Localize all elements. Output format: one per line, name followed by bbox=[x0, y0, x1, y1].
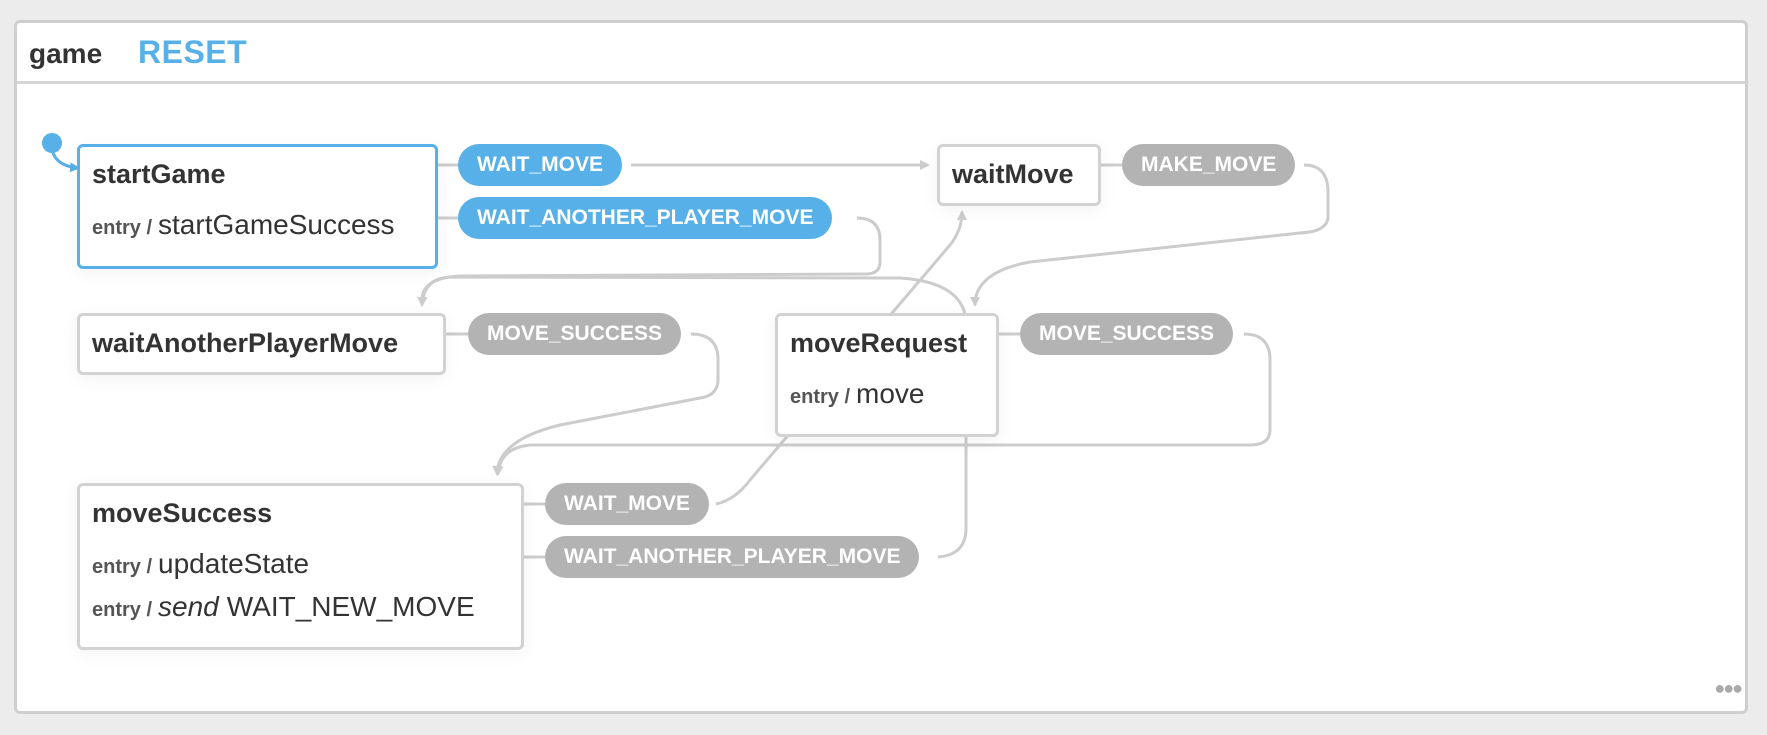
entry-action: entry /move bbox=[790, 378, 925, 410]
event-make-move-button[interactable]: MAKE_MOVE bbox=[1122, 144, 1296, 186]
entry-keyword: entry / bbox=[92, 599, 153, 621]
entry-action: entry /updateState bbox=[92, 548, 309, 580]
initial-state-marker bbox=[42, 133, 80, 173]
state-name: waitAnotherPlayerMove bbox=[92, 328, 399, 358]
state-waitmove[interactable]: waitMove bbox=[937, 144, 1101, 206]
event-wait-move-button[interactable]: WAIT_MOVE bbox=[458, 144, 623, 186]
entry-keyword: entry / bbox=[92, 217, 153, 239]
edge-moverequest-movesuccess bbox=[498, 332, 1272, 474]
ellipsis-icon[interactable]: ●●● bbox=[1714, 678, 1743, 698]
event-move-success-button[interactable]: MOVE_SUCCESS bbox=[468, 313, 682, 355]
action-name: updateState bbox=[158, 548, 310, 579]
state-startgame[interactable]: startGame entry /startGameSuccess bbox=[77, 144, 438, 269]
state-name: waitMove bbox=[952, 159, 1074, 189]
event-wait-another-player-move-button[interactable]: WAIT_ANOTHER_PLAYER_MOVE bbox=[458, 197, 833, 239]
machine-name: game bbox=[29, 38, 103, 69]
event-move-success-button[interactable]: MOVE_SUCCESS bbox=[1020, 313, 1234, 355]
state-movesuccess[interactable]: moveSuccess entry /updateState entry /se… bbox=[77, 483, 524, 650]
event-wait-another-player-move-button[interactable]: WAIT_ANOTHER_PLAYER_MOVE bbox=[545, 536, 920, 578]
action-name: move bbox=[856, 378, 925, 409]
event-wait-move-button[interactable]: WAIT_MOVE bbox=[545, 483, 710, 525]
reset-button[interactable]: RESET bbox=[138, 34, 248, 70]
state-name: moveSuccess bbox=[92, 498, 273, 528]
state-waitanotherplayermove[interactable]: waitAnotherPlayerMove bbox=[77, 313, 446, 375]
state-name: moveRequest bbox=[790, 328, 968, 358]
sent-event-name: WAIT_NEW_MOVE bbox=[226, 591, 475, 622]
action-name: startGameSuccess bbox=[158, 209, 395, 240]
send-keyword: send bbox=[158, 591, 219, 622]
state-name: startGame bbox=[92, 159, 226, 189]
edge-movesuccess-waitanother bbox=[422, 275, 968, 559]
edge-waitanother-movesuccess bbox=[445, 332, 720, 474]
state-moverequest[interactable]: moveRequest entry /move bbox=[775, 313, 999, 437]
machine-header: game RESET bbox=[17, 23, 1745, 84]
edge-waitmove-moverequest bbox=[975, 163, 1330, 305]
entry-keyword: entry / bbox=[790, 386, 851, 408]
entry-keyword: entry / bbox=[92, 556, 153, 578]
entry-action: entry /startGameSuccess bbox=[92, 209, 395, 241]
